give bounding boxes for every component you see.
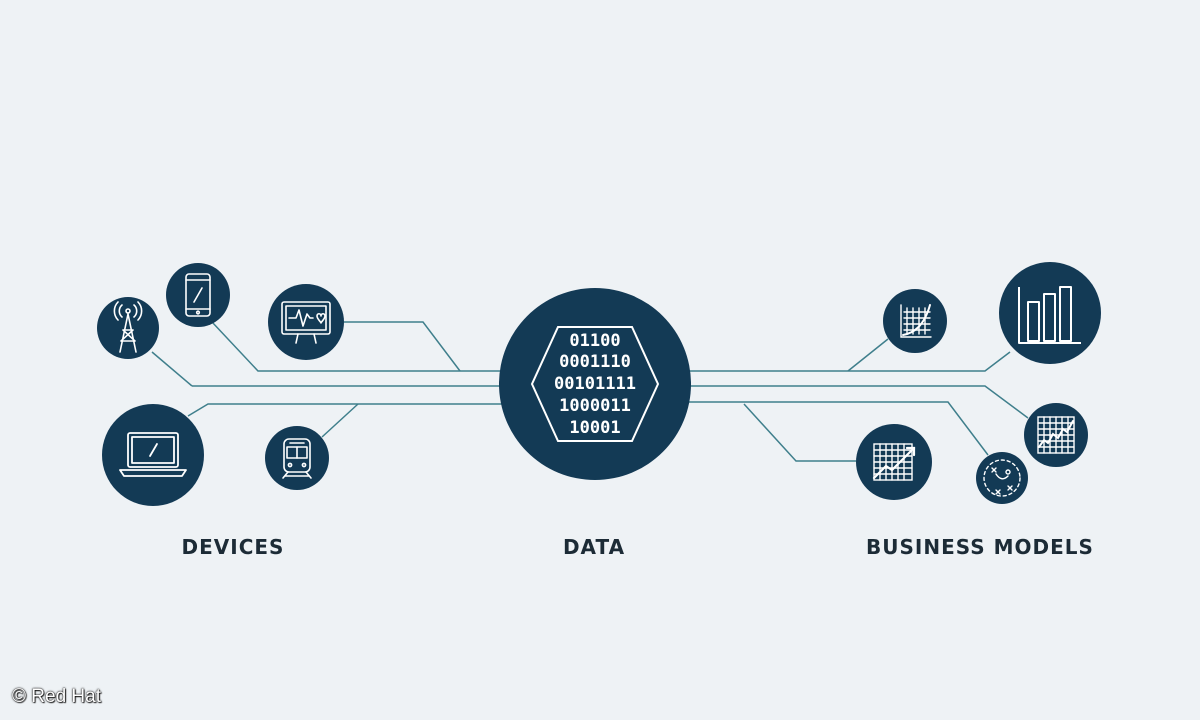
connector-lines — [151, 321, 1029, 462]
smartphone-icon — [185, 273, 211, 317]
connector-growth — [847, 338, 889, 372]
data-hub: 01100 0001110 00101111 1000011 10001 — [499, 288, 691, 480]
device-node-laptop — [102, 404, 204, 506]
strategy-play-icon — [983, 459, 1021, 497]
data-hexagon-outline — [530, 326, 660, 442]
business-node-trend — [856, 424, 932, 500]
connector-tower — [151, 351, 193, 387]
connector-train — [321, 403, 359, 438]
binary-row-2: 0001110 — [559, 352, 631, 372]
business-models-label: BUSINESS MODELS — [866, 535, 1094, 559]
binary-row-4: 1000011 — [559, 396, 631, 416]
business-node-stock — [1024, 403, 1088, 467]
bar-chart-icon — [1018, 286, 1081, 344]
connector-laptop — [187, 403, 510, 417]
devices-label: DEVICES — [181, 535, 285, 559]
binary-row-3: 00101111 — [554, 374, 636, 394]
business-node-bars — [999, 262, 1101, 364]
train-icon — [282, 438, 312, 479]
business-node-growth — [883, 289, 947, 353]
device-node-train — [265, 426, 329, 490]
connector-monitor — [344, 321, 461, 372]
device-node-phone — [166, 263, 230, 327]
stock-chart-icon — [1037, 416, 1075, 454]
laptop-icon — [119, 432, 187, 477]
growth-chart-icon — [900, 304, 932, 338]
device-node-monitor — [268, 284, 344, 360]
connector-trend — [743, 403, 856, 462]
connector-right-low — [682, 401, 989, 456]
binary-row-5: 10001 — [569, 418, 620, 438]
trend-chart-icon — [872, 443, 916, 481]
device-node-tower — [97, 297, 159, 359]
business-node-strategy — [976, 452, 1028, 504]
data-hub-circle — [499, 288, 691, 480]
heart-monitor-icon — [281, 301, 331, 344]
data-label: DATA — [562, 535, 626, 559]
connector-right-top — [682, 351, 1011, 372]
connector-right-mid — [682, 385, 1029, 419]
connector-phone — [211, 321, 510, 372]
cell-tower-icon — [113, 301, 143, 353]
binary-row-1: 01100 — [569, 331, 620, 351]
copyright-credit: © Red Hat — [12, 686, 101, 707]
